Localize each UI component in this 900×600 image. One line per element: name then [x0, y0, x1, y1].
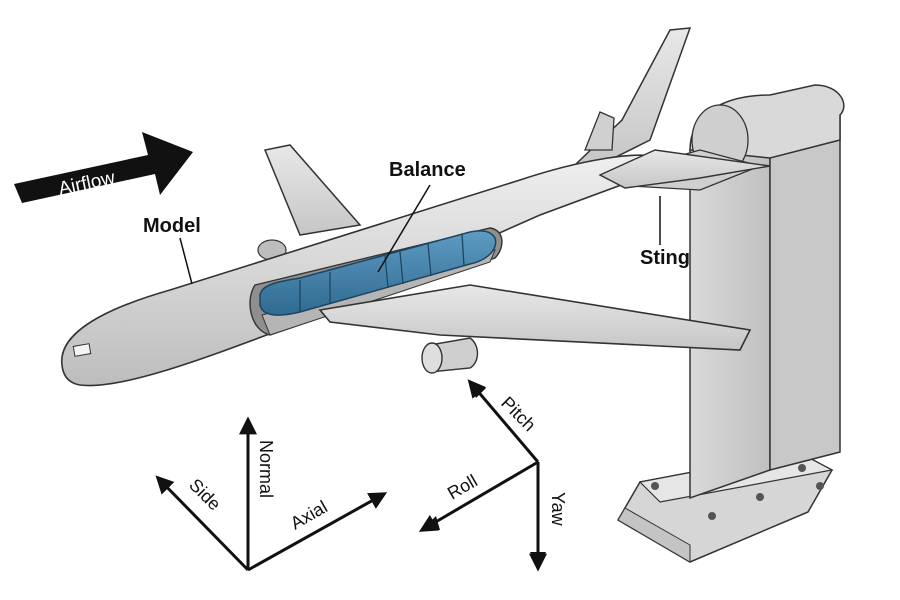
airflow-label: Airflow	[57, 167, 117, 199]
pitch-axis-label: Pitch	[497, 393, 539, 435]
roll-axis-arrow	[418, 460, 539, 532]
axial-axis-arrow	[247, 492, 388, 572]
side-axis-arrow	[155, 475, 250, 572]
engine-nacelle	[421, 337, 479, 374]
wing-far	[263, 144, 362, 236]
normal-axis-label: Normal	[256, 440, 276, 498]
horizontal-stabilizer-near	[598, 149, 771, 189]
model-label: Model	[143, 215, 201, 237]
horizontal-stabilizer-far	[584, 111, 615, 151]
double-arrow-heads	[422, 382, 546, 568]
leader-lines	[179, 184, 661, 285]
aircraft-model	[61, 27, 771, 387]
airflow-arrow: Airflow	[14, 132, 193, 203]
wing-near	[318, 284, 752, 351]
yaw-axis-label: Yaw	[548, 492, 568, 527]
balance-label: Balance	[389, 159, 466, 181]
moment-axes	[418, 379, 547, 572]
pitch-axis-arrow	[467, 379, 540, 463]
side-axis-label: Side	[185, 475, 225, 515]
force-axes	[155, 416, 388, 572]
sting-label: Sting	[640, 247, 690, 269]
balance-instrument	[259, 230, 497, 316]
